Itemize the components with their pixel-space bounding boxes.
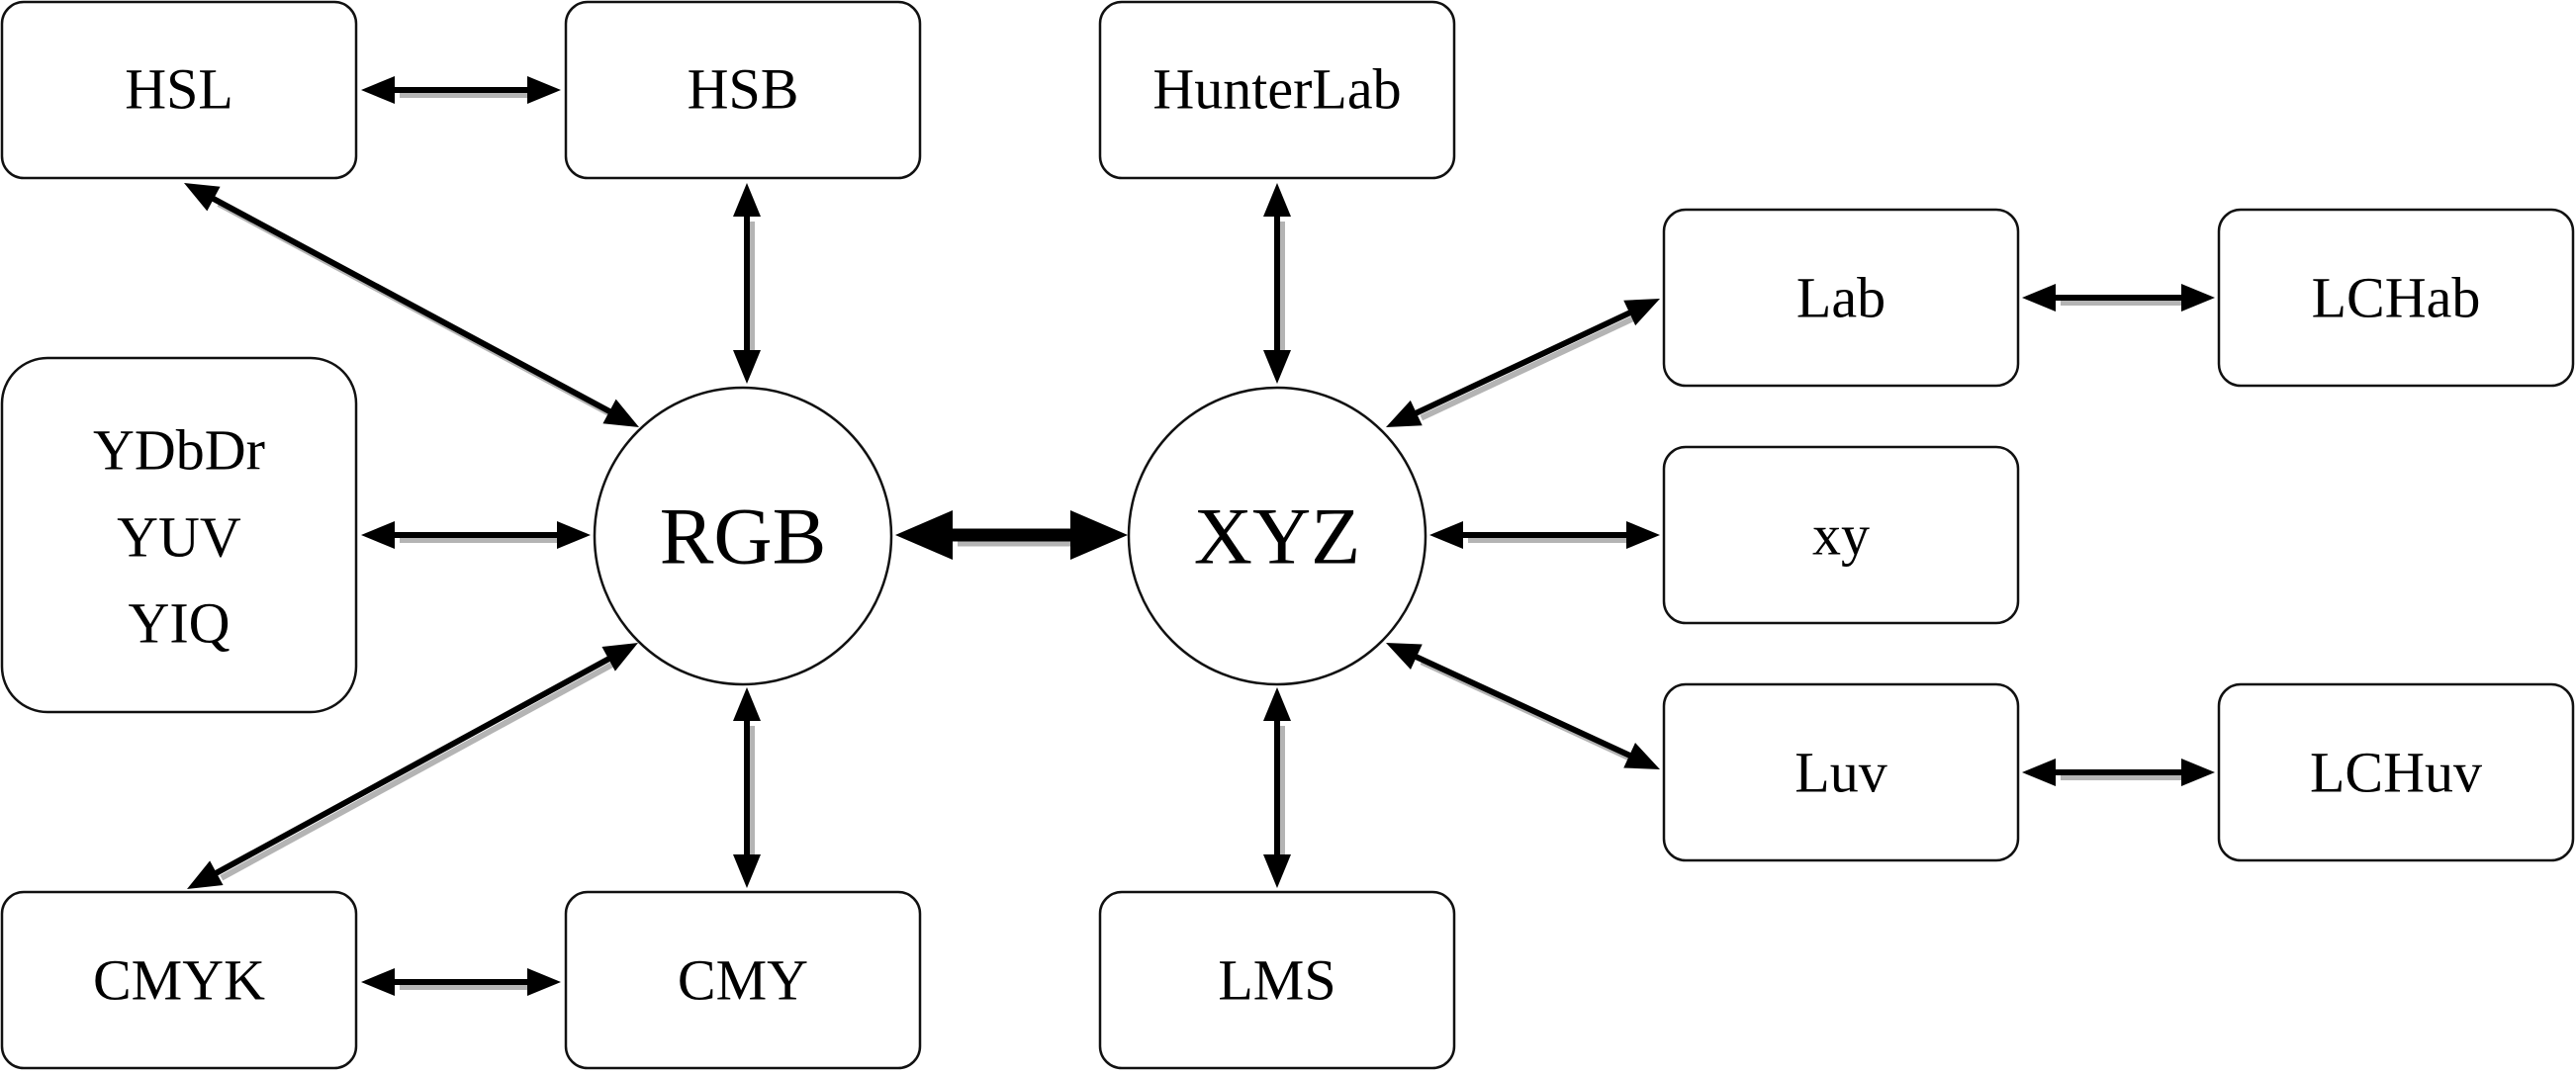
arrowhead-end (1386, 400, 1423, 427)
edge-cmyk-cmy (361, 968, 561, 996)
arrowhead-start (1623, 299, 1660, 326)
node-lab: Lab (1662, 208, 2020, 388)
arrowhead-start (2022, 759, 2056, 786)
node-label-yiq: YIQ (128, 591, 230, 656)
edge-shadow (220, 661, 615, 881)
node-label-xyz: XYZ (1194, 492, 1361, 582)
node-label-lms: LMS (1218, 948, 1335, 1013)
node-lms: LMS (1098, 890, 1456, 1070)
node-lchuv: LCHuv (2217, 682, 2575, 862)
arrowhead-start (733, 687, 761, 721)
node-label-lab: Lab (1796, 266, 1886, 330)
edge-lab-xyz (1386, 299, 1660, 427)
node-label-hsb: HSB (688, 57, 799, 122)
arrowhead-start (1263, 854, 1291, 888)
node-label-rgb: RGB (660, 492, 827, 582)
node-lchab: LCHab (2217, 208, 2575, 388)
arrowhead-start (1626, 521, 1660, 549)
edge-cmy-rgb (733, 687, 761, 888)
arrowhead-end (601, 643, 638, 671)
arrowhead-start (1623, 743, 1660, 769)
node-hsl: HSL (0, 0, 358, 180)
arrowhead-end (527, 968, 561, 996)
edge-ydbdr-rgb (361, 521, 591, 549)
node-label-hunterlab: HunterLab (1152, 57, 1401, 122)
edge-rgb-xyz (895, 510, 1128, 560)
node-luv: Luv (1662, 682, 2020, 862)
arrowhead-end (1429, 521, 1463, 549)
edge-hsb-rgb (733, 183, 761, 384)
arrowhead-end (527, 76, 561, 104)
node-label-yuv: YUV (117, 505, 241, 570)
arrowhead-start (895, 510, 953, 560)
node-label-xy: xy (1812, 503, 1870, 568)
node-xy: xy (1662, 445, 2020, 625)
edge-lab-lchab (2022, 284, 2215, 312)
arrowhead-end (1263, 687, 1291, 721)
edge-lms-xyz (1263, 687, 1291, 888)
edge-xy-xyz (1429, 521, 1660, 549)
arrowhead-start (361, 968, 395, 996)
node-ydbdr-yuv-yiq: YDbDr YUV YIQ (0, 356, 358, 714)
node-label-ydbdr: YDbDr (93, 418, 265, 483)
edge-line (210, 195, 613, 415)
arrowhead-start (2022, 284, 2056, 312)
arrowhead-end (2181, 759, 2215, 786)
node-cmy: CMY (564, 890, 922, 1070)
arrowhead-end (733, 350, 761, 384)
arrowhead-start (733, 183, 761, 217)
node-label-lchuv: LCHuv (2310, 741, 2482, 805)
node-hsb: HSB (564, 0, 922, 180)
node-rgb: RGB (593, 386, 893, 686)
edge-hsl-rgb (184, 183, 639, 427)
arrowhead-start (1263, 183, 1291, 217)
arrowhead-start (361, 76, 395, 104)
arrowhead-end (1070, 510, 1128, 560)
node-label-hsl: HSL (125, 57, 233, 122)
arrowhead-end (733, 854, 761, 888)
node-label-cmyk: CMYK (93, 948, 265, 1013)
arrowhead-end (557, 521, 591, 549)
arrowhead-start (184, 183, 221, 212)
arrowhead-start (187, 860, 224, 889)
edge-line (1413, 653, 1633, 760)
edge-luv-lchuv (2022, 759, 2215, 786)
arrowhead-end (1386, 643, 1423, 670)
arrowhead-start (361, 521, 395, 549)
node-hunterlab: HunterLab (1098, 0, 1456, 180)
arrowhead-end (2181, 284, 2215, 312)
edges-layer (184, 76, 2215, 996)
node-label-lchab: LCHab (2312, 266, 2481, 330)
edge-luv-xyz (1386, 643, 1660, 769)
node-label-luv: Luv (1794, 741, 1886, 805)
node-xyz: XYZ (1127, 386, 1427, 686)
edge-cmyk-rgb (187, 643, 638, 889)
edge-hunterlab-xyz (1263, 183, 1291, 384)
arrowhead-end (1263, 350, 1291, 384)
edge-hsl-hsb (361, 76, 561, 104)
edge-shadow (1420, 314, 1636, 421)
edge-line (1413, 309, 1633, 417)
node-cmyk: CMYK (0, 890, 358, 1070)
node-label-cmy: CMY (678, 948, 808, 1013)
edge-line (213, 655, 612, 877)
arrowhead-end (602, 399, 639, 427)
